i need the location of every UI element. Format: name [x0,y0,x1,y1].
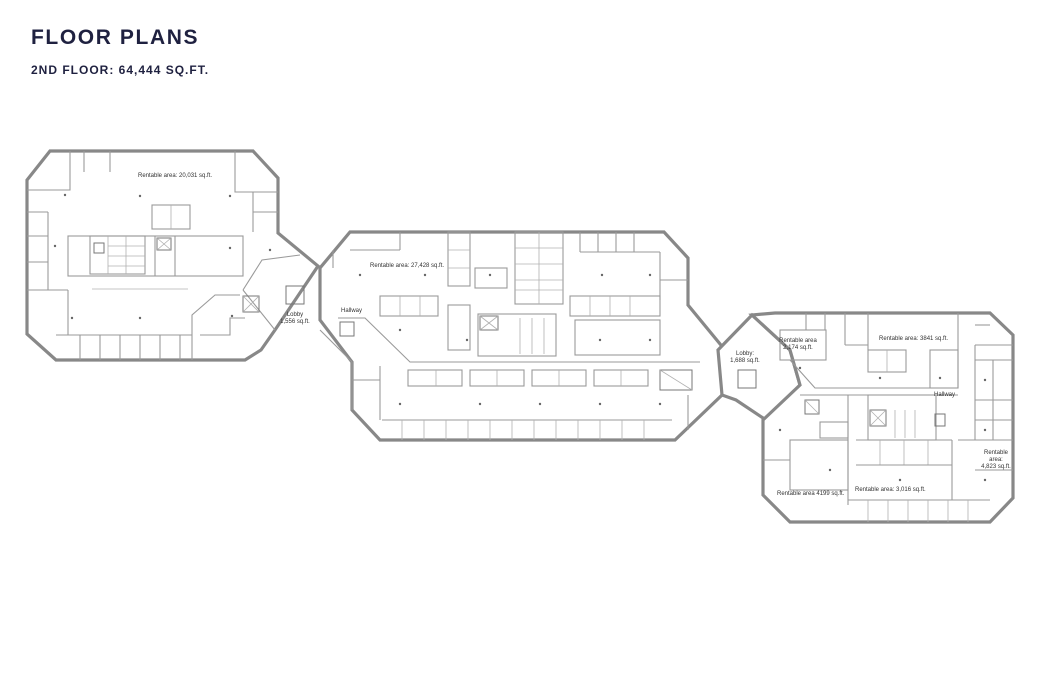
east-wing [748,311,1015,524]
label-east-area-e: Rentable area: 3,016 sq.ft. [855,487,926,493]
label-west-lobby: Lobby [287,312,303,318]
label-east-hallway: Hallway [934,392,955,398]
label-east-area-c-size: 4,823 sq.ft. [981,464,1011,470]
label-center-area: Rentable area: 27,428 sq.ft. [370,263,444,269]
center-wing [318,230,727,442]
floor-subtitle: 2ND FLOOR: 64,444 SQ.FT. [31,63,210,77]
label-east-area-d: Rentable area 4199 sq.ft. [777,491,845,497]
page-title: FLOOR PLANS [31,26,200,49]
label-center-hallway: Hallway [341,308,362,314]
label-east-area-a-size: 2,174 sq.ft. [783,345,813,351]
label-east-lobby-area: 1,688 sq.ft. [730,358,760,364]
label-east-lobby: Lobby: [736,351,754,357]
label-east-area-c: Rentable [984,450,1009,456]
label-west-lobby-area: 1,556 sq.ft. [280,319,310,325]
west-wing [25,149,321,362]
label-east-area-a: Rentable area [779,338,817,344]
label-east-area-b: Rentable area: 3841 sq.ft. [879,336,948,342]
label-west-area: Rentable area: 20,031 sq.ft. [138,173,212,179]
label-east-area-c-2: area: [989,457,1003,463]
